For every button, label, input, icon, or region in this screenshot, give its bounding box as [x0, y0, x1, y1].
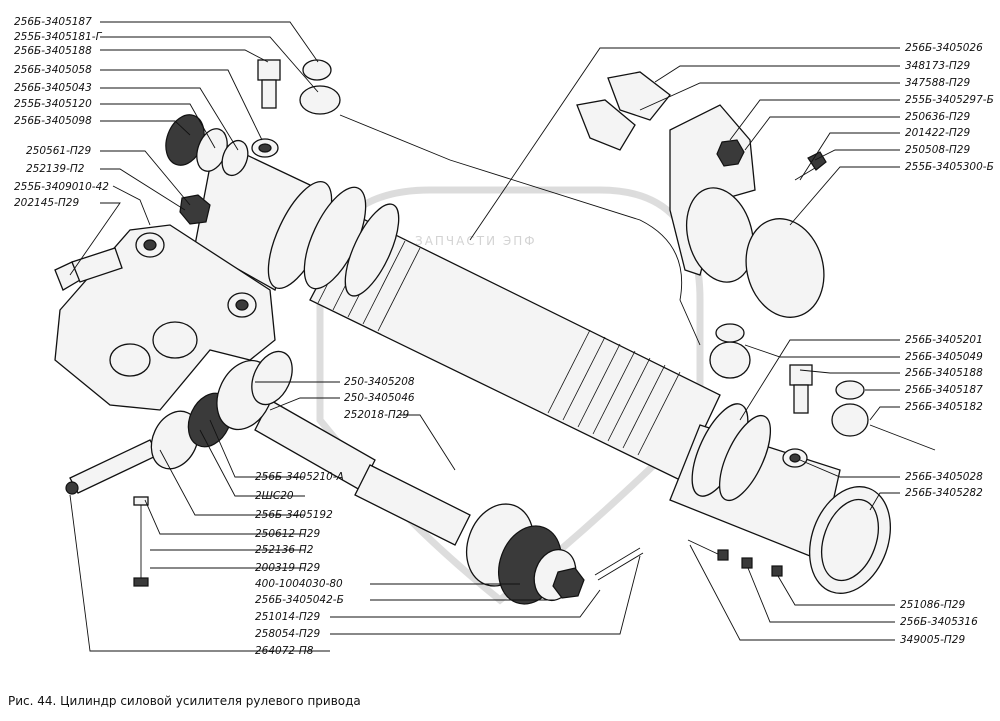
label-part: 348173-П29 — [905, 60, 970, 72]
piston-rod — [65, 399, 471, 546]
label-part: 255Б-3405300-Б — [905, 161, 994, 173]
bleed-valve — [257, 59, 813, 414]
label-part: 255Б-3405297-Б — [905, 94, 994, 106]
label-part: 256Б-3405187 — [905, 384, 983, 396]
label-part: 250612-П29 — [255, 528, 320, 540]
label-part: 256Б-3405192 — [255, 509, 333, 521]
label-part: 256Б-3405316 — [900, 616, 978, 628]
label-part: 256Б-3405098 — [14, 115, 92, 127]
tie-bolt — [133, 496, 149, 587]
label-part: 256Б-3405026 — [905, 42, 983, 54]
figure-caption: Рис. 44. Цилиндр силовой усилителя рулев… — [8, 694, 361, 708]
label-part: 200319-П29 — [255, 562, 320, 574]
right-bottom-label-column: 256Б-3405028 256Б-3405282 251086-П29 256… — [900, 471, 983, 646]
label-part: 255Б-3405181-Г — [14, 31, 103, 43]
label-part: 250-3405208 — [344, 376, 415, 388]
label-part: 400-1004030-80 — [255, 578, 343, 590]
seal-ring-left — [303, 186, 400, 297]
pipe-fittings — [576, 71, 671, 151]
clamp-assembly — [669, 104, 827, 318]
label-part: 256Б-3405028 — [905, 471, 983, 483]
cylinder-left-head — [194, 138, 333, 291]
label-part: 256Б-3405058 — [14, 64, 92, 76]
label-part: 256Б-3405210-А — [255, 471, 344, 483]
left-label-column: 256Б-3405187 255Б-3405181-Г 256Б-3405188… — [14, 16, 109, 209]
right-mid-label-column: 256Б-3405201 256Б-3405049 256Б-3405188 2… — [905, 334, 983, 413]
label-part: 201422-П29 — [905, 127, 970, 139]
label-part: 256Б-3405282 — [905, 487, 983, 499]
leader-lines — [69, 21, 900, 652]
bottom-label-column: 250-3405208 250-3405046 252018-П29 256Б-… — [255, 376, 415, 657]
bottom-bolts — [687, 539, 783, 577]
label-part: 250561-П29 — [26, 145, 91, 157]
oil-pipe — [299, 59, 936, 451]
label-part: 256Б-3405049 — [905, 351, 983, 363]
label-part: 256Б-3405188 — [14, 45, 92, 57]
watermark-text: ЗАПЧАСТИ ЭПФ — [415, 234, 537, 248]
label-part: 264072-П8 — [255, 645, 314, 657]
label-part: 256Б-3405042-Б — [255, 594, 344, 606]
label-part: 258054-П29 — [255, 628, 320, 640]
label-part: 202145-П29 — [14, 197, 79, 209]
label-part: 256Б-3405182 — [905, 401, 983, 413]
label-part: 2ШС20 — [255, 490, 294, 502]
cotter-pin — [594, 547, 644, 581]
label-part: 251086-П29 — [900, 599, 965, 611]
right-top-label-column: 256Б-3405026 348173-П29 347588-П29 255Б-… — [905, 42, 994, 173]
end-nut-assembly — [165, 114, 249, 225]
label-part: 256Б-3405187 — [14, 16, 92, 28]
label-part: 251014-П29 — [255, 611, 320, 623]
piston-assembly — [466, 503, 585, 605]
label-part: 250636-П29 — [905, 111, 970, 123]
label-part: 255Б-3405120 — [14, 98, 92, 110]
label-part: 256Б-3405043 — [14, 82, 92, 94]
label-part: 349005-П29 — [900, 634, 965, 646]
label-part: 252018-П29 — [344, 409, 409, 421]
label-part: 256Б-3405201 — [905, 334, 983, 346]
seal-ring-right — [691, 403, 772, 502]
label-part: 252139-П2 — [26, 163, 85, 175]
label-part: 255Б-3409010-42 — [14, 181, 109, 193]
label-part: 256Б-3405188 — [905, 367, 983, 379]
label-part: 250-3405046 — [344, 392, 415, 404]
label-part: 347588-П29 — [905, 77, 970, 89]
label-part: 250508-П29 — [905, 144, 970, 156]
label-part: 252136-П2 — [255, 544, 314, 556]
